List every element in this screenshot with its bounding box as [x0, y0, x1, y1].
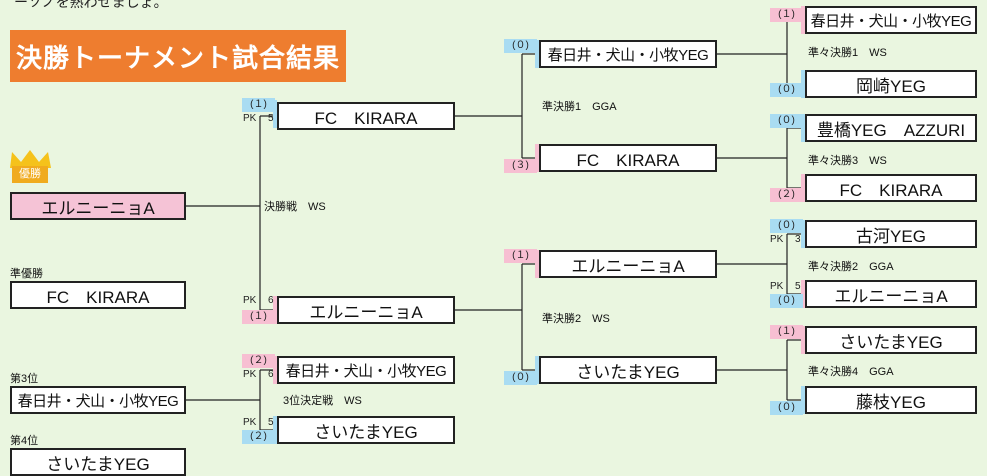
sf1-team-a: 春日井・犬山・小牧YEG	[539, 40, 717, 68]
third-match-pk-label-a: PK	[243, 369, 257, 380]
final-score-b: (１)	[242, 310, 275, 324]
final-pk-label-b: PK	[243, 295, 257, 306]
qf2-pk-label-b: PK	[770, 281, 784, 292]
qf3-score-a: (０)	[770, 114, 803, 128]
sf2-team-a: エルニーニョA	[539, 250, 717, 278]
final-score-a: (１)	[242, 98, 275, 112]
qf4-score-a: (１)	[770, 325, 803, 339]
sf1-score-a: (０)	[504, 39, 537, 53]
third-match-pk-label-b: PK	[243, 417, 257, 428]
qf4-team-b: 藤枝YEG	[805, 386, 977, 414]
third-match-pk-score-a: 6	[268, 369, 274, 380]
qf2-pk-score-a: 3	[795, 234, 801, 245]
qf2-pk-score-b: 5	[795, 281, 801, 292]
qf3-score-b: (２)	[770, 188, 803, 202]
qf2-score-b: (０)	[770, 294, 803, 308]
qf2-team-b: エルニーニョA	[805, 280, 977, 308]
qf3-label: 準々決勝3 WS	[808, 155, 887, 167]
cut-off-header-text: ーソノを熟わせましょ。	[14, 0, 168, 10]
final-team-a: FC KIRARA	[277, 102, 455, 130]
qf4-label: 準々決勝4 GGA	[808, 366, 894, 378]
third-match-team-b: さいたまYEG	[277, 416, 455, 444]
sf2-score-b: (０)	[504, 371, 537, 385]
sf2-label: 準決勝2 WS	[542, 313, 610, 325]
qf4-score-b: (０)	[770, 401, 803, 415]
final-team-b: エルニーニョA	[277, 296, 455, 324]
third-place-team: 春日井・犬山・小牧YEG	[10, 386, 186, 414]
third-place-label: 第3位	[10, 373, 39, 385]
qf3-team-a: 豊橋YEG AZZURI	[805, 114, 977, 142]
third-match-score-a: (２)	[242, 354, 275, 368]
final-pk-score-b: 6	[268, 295, 274, 306]
qf2-team-a: 古河YEG	[805, 220, 977, 248]
sf1-team-b: FC KIRARA	[539, 144, 717, 172]
qf2-pk-label-a: PK	[770, 234, 784, 245]
qf1-score-b: (０)	[770, 83, 803, 97]
page-title: 決勝トーナメント試合結果	[10, 30, 346, 82]
runner-up-label: 準優勝	[10, 268, 43, 280]
final-pk-label-a: PK	[243, 113, 257, 124]
crown-icon	[10, 150, 51, 168]
champion-tag: 優勝	[12, 166, 48, 183]
third-match-pk-score-b: 5	[268, 417, 274, 428]
sf1-label: 準決勝1 GGA	[542, 101, 617, 113]
qf1-team-a: 春日井・犬山・小牧YEG	[805, 6, 977, 34]
qf1-team-b: 岡崎YEG	[805, 70, 977, 98]
qf1-score-a: (１)	[770, 8, 803, 22]
runner-up-team: FC KIRARA	[10, 281, 186, 309]
final-pk-score-a: 5	[268, 113, 274, 124]
sf1-score-b: (３)	[504, 159, 537, 173]
qf1-label: 準々決勝1 WS	[808, 47, 887, 59]
qf2-score-a: (０)	[770, 219, 803, 233]
qf4-team-a: さいたまYEG	[805, 326, 977, 354]
sf2-score-a: (１)	[504, 249, 537, 263]
third-match-score-b: (２)	[242, 430, 275, 444]
third-match-team-a: 春日井・犬山・小牧YEG	[277, 356, 455, 384]
sf2-team-b: さいたまYEG	[539, 356, 717, 384]
qf3-team-b: FC KIRARA	[805, 174, 977, 202]
fourth-place-label: 第4位	[10, 435, 39, 447]
third-match-label: 3位決定戦 WS	[283, 395, 362, 407]
qf2-label: 準々決勝2 GGA	[808, 261, 894, 273]
champion-team: エルニーニョA	[10, 192, 186, 220]
fourth-place-team: さいたまYEG	[10, 448, 186, 476]
final-label: 決勝戦 WS	[264, 201, 326, 213]
